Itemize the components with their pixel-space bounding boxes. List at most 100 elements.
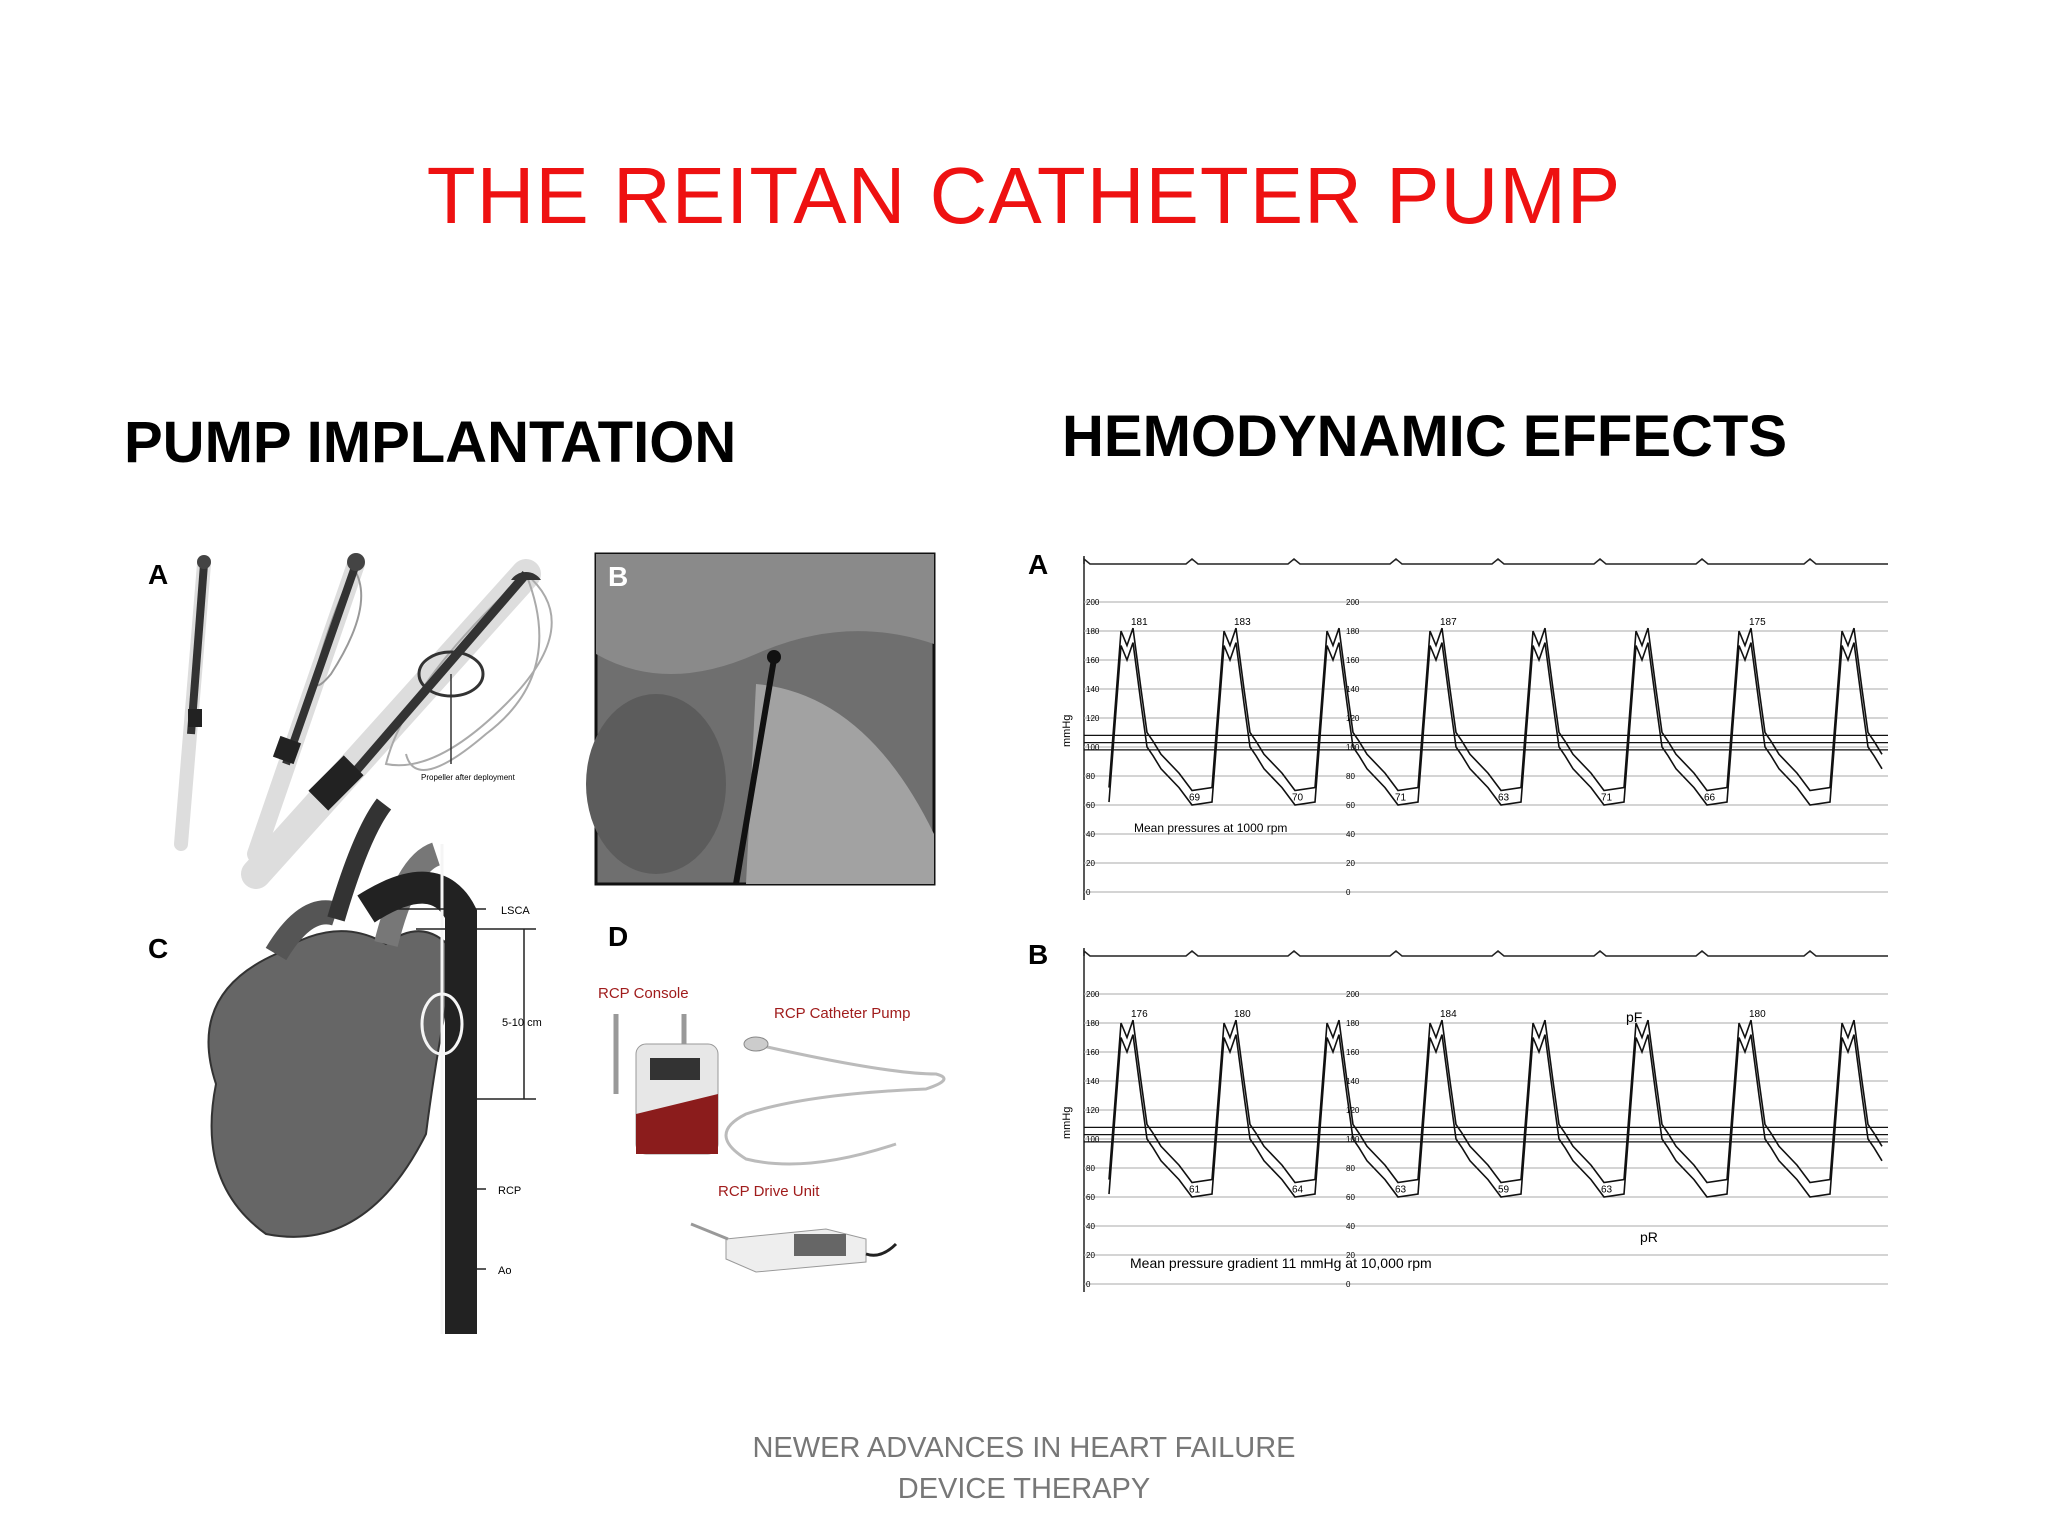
panel-b-peak-label: 176 [1131, 1009, 1148, 1020]
distance-label: 5-10 cm [502, 1017, 542, 1029]
panel-b-peak-label: 180 [1234, 1009, 1251, 1020]
ecg-trace [1083, 949, 1888, 957]
y-tick-label-mid: 200 [1346, 990, 1360, 999]
footer-line-1: NEWER ADVANCES IN HEART FAILURE [752, 1432, 1296, 1464]
rcp-catheter-pump-label: RCP Catheter Pump [774, 1005, 910, 1022]
y-tick-label-mid: 140 [1346, 685, 1360, 694]
folded-catheter-graphic [174, 555, 211, 851]
y-tick-label-mid: 20 [1346, 1251, 1355, 1260]
ecg-trace [1083, 557, 1888, 565]
y-tick-label: 160 [1086, 656, 1100, 665]
panel-a-trough-label: 66 [1704, 793, 1716, 804]
panel-a-trough-label: 69 [1189, 793, 1201, 804]
pressure-trace-secondary [1108, 1034, 1883, 1198]
y-tick-label: 120 [1086, 714, 1100, 723]
pressure-trace-secondary [1108, 642, 1883, 806]
panel-b-xray: B [586, 552, 936, 886]
y-tick-label: 60 [1086, 801, 1095, 810]
rcp-console-label: RCP Console [598, 985, 689, 1002]
deployed-propeller-graphic [241, 559, 553, 889]
panel-b-peak-label: 180 [1749, 1009, 1766, 1020]
ao-label: Ao [498, 1265, 511, 1277]
y-tick-label: 80 [1086, 1164, 1095, 1173]
panel-b-label: B [608, 561, 628, 592]
y-tick-label: 40 [1086, 830, 1095, 839]
mean-pressure-annotation-a: Mean pressures at 1000 rpm [1134, 821, 1287, 835]
panel-d-device-components: D RCP Console RCP Catheter Pump RCP Driv… [598, 921, 946, 1273]
y-tick-label-mid: 180 [1346, 627, 1360, 636]
panel-a-catheter-illustration: A Propeller after deployment [148, 553, 553, 889]
panel-a-trough-label: 71 [1395, 793, 1407, 804]
y-tick-label: 0 [1086, 888, 1091, 897]
y-axis-label: mmHg [1061, 715, 1073, 747]
y-tick-label: 20 [1086, 1251, 1095, 1260]
panel-d-label: D [608, 921, 628, 952]
y-tick-label-mid: 180 [1346, 1019, 1360, 1028]
y-tick-label-mid: 120 [1346, 1106, 1360, 1115]
y-tick-label-mid: 80 [1346, 772, 1355, 781]
y-tick-label-mid: 60 [1346, 801, 1355, 810]
pr-label: pR [1640, 1229, 1658, 1245]
y-tick-label: 180 [1086, 627, 1100, 636]
panel-a-trough-label: 70 [1292, 793, 1304, 804]
y-tick-label-mid: 140 [1346, 1077, 1360, 1086]
y-tick-label: 160 [1086, 1048, 1100, 1057]
panel-b-trough-label: 59 [1498, 1185, 1510, 1196]
y-tick-label: 180 [1086, 1019, 1100, 1028]
panel-a-trough-label: 71 [1601, 793, 1613, 804]
panel-b-label: B [1028, 939, 1048, 970]
expanding-catheter-graphic [247, 553, 365, 863]
y-tick-label: 20 [1086, 859, 1095, 868]
y-tick-label: 140 [1086, 685, 1100, 694]
y-tick-label: 200 [1086, 598, 1100, 607]
lsca-label: LSCA [501, 905, 530, 917]
y-tick-label: 80 [1086, 772, 1095, 781]
y-tick-label-mid: 40 [1346, 830, 1355, 839]
panel-a-trough-label: 63 [1498, 793, 1510, 804]
y-tick-label-mid: 0 [1346, 1280, 1351, 1289]
hemodynamic-effects-heading: HEMODYNAMIC EFFECTS [1062, 404, 1787, 469]
panel-c-label: C [148, 933, 168, 964]
panel-b-trough-label: 61 [1189, 1185, 1201, 1196]
footer-line-2: DEVICE THERAPY [897, 1473, 1151, 1505]
y-tick-label-mid: 20 [1346, 859, 1355, 868]
rcp-catheter-pump-graphic [724, 1036, 946, 1166]
pump-implantation-heading: PUMP IMPLANTATION [124, 410, 737, 475]
panel-a-label: A [1028, 549, 1048, 580]
pressure-trace-primary [1108, 627, 1883, 792]
panel-b-trough-label: 64 [1292, 1185, 1304, 1196]
y-tick-label: 40 [1086, 1222, 1095, 1231]
y-tick-label-mid: 200 [1346, 598, 1360, 607]
rcp-drive-unit-graphic [690, 1222, 898, 1273]
panel-a-peak-label: 187 [1440, 617, 1457, 628]
mean-pressure-annotation-b: Mean pressure gradient 11 mmHg at 10,000… [1130, 1255, 1432, 1271]
panel-b-trough-label: 63 [1395, 1185, 1407, 1196]
y-tick-label: 200 [1086, 990, 1100, 999]
rcp-console-graphic [613, 1014, 719, 1155]
rcp-drive-unit-label: RCP Drive Unit [718, 1183, 820, 1200]
y-tick-label-mid: 40 [1346, 1222, 1355, 1231]
panel-b-trough-label: 63 [1601, 1185, 1613, 1196]
y-tick-label: 120 [1086, 1106, 1100, 1115]
rcp-label: RCP [498, 1185, 521, 1197]
y-tick-label: 60 [1086, 1193, 1095, 1202]
y-tick-label: 100 [1086, 1135, 1100, 1144]
panel-a-peak-label: 181 [1131, 617, 1148, 628]
footer-text: NEWER ADVANCES IN HEART FAILURE DEVICE T… [0, 1428, 2048, 1510]
panel-c-heart-diagram: C LSCA 5-10 cm RCP Ao [148, 798, 542, 1334]
pf-label: pF [1626, 1009, 1642, 1025]
panel-a-label: A [148, 559, 168, 590]
pump-implantation-figure: A Propeller after deployment [148, 552, 946, 1334]
panel-a-peak-label: 175 [1749, 617, 1766, 628]
y-tick-label: 0 [1086, 1280, 1091, 1289]
y-tick-label-mid: 160 [1346, 1048, 1360, 1057]
y-tick-label-mid: 160 [1346, 656, 1360, 665]
pressure-trace-primary [1108, 1019, 1883, 1184]
y-tick-label-mid: 80 [1346, 1164, 1355, 1173]
propeller-label: Propeller after deployment [421, 773, 516, 782]
y-tick-label-mid: 60 [1346, 1193, 1355, 1202]
y-tick-label: 100 [1086, 743, 1100, 752]
